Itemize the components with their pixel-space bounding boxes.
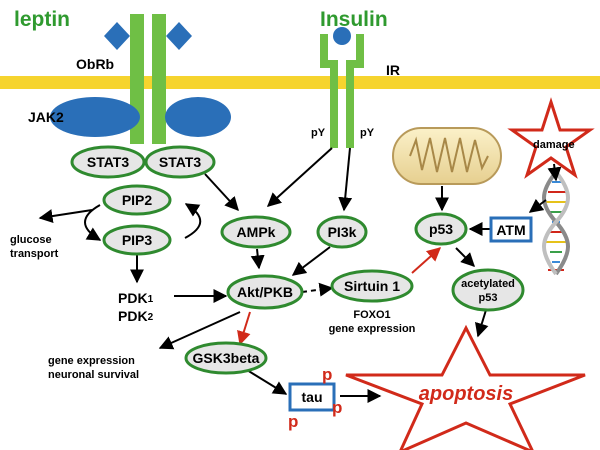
foxo1-line1: FOXO1 (353, 309, 390, 321)
akt-label: Akt/PKB (237, 284, 293, 300)
insulin-receptor (320, 27, 364, 148)
stat3-right-label: STAT3 (159, 154, 201, 170)
ir-left-subunit (320, 34, 338, 148)
apoptosis-star (345, 324, 586, 450)
mitochondrion-cristae (409, 136, 489, 173)
arrows (38, 147, 562, 403)
damage-label: damage (533, 139, 575, 151)
arrow-akt-to-gsk3 (237, 311, 251, 346)
glucose-transport-line1: glucose (10, 234, 52, 246)
arrow-akt-to-sirtuin (301, 282, 334, 297)
insulin-title: Insulin (320, 8, 388, 31)
p53-label: p53 (429, 221, 453, 237)
sirtuin-node: Sirtuin 1 (330, 269, 414, 303)
dna-strand-b (542, 170, 570, 276)
arrow-pip2-to-glucose (38, 209, 93, 224)
arrow-pi3k-to-akt (291, 246, 331, 276)
arrow-pip3-to-pip2 (184, 203, 202, 239)
arrow-p53-to-acetylated (455, 247, 475, 267)
leptin-ligand-left (104, 22, 130, 50)
tau-phospho-top: p (322, 365, 332, 384)
red-arrows (237, 247, 442, 346)
py-right-label: pY (360, 127, 375, 139)
pdk2-label: PDK2 (118, 308, 154, 324)
p53-node: p53 (414, 212, 468, 246)
arrow-sirtuin-to-p53 (411, 247, 442, 274)
arrow-pip2-to-pip3 (84, 204, 102, 241)
dna-helix (542, 170, 570, 276)
tau-label: tau (302, 389, 323, 405)
gene-expression-line1: gene expression (48, 355, 135, 367)
pip3-label: PIP3 (122, 232, 153, 248)
tau-phospho-right: p (332, 398, 342, 417)
ampk-node: AMPk (220, 215, 292, 249)
jak2-left (50, 97, 140, 137)
mitochondrion (392, 127, 502, 185)
obrb-receptor (50, 14, 231, 144)
arrow-akt-to-gene-expression (158, 311, 241, 350)
arrow-ampk-to-akt (250, 248, 265, 270)
insulin-ligand (333, 27, 351, 45)
leptin-title: leptin (14, 8, 70, 31)
stat3-left-node: STAT3 (70, 145, 146, 179)
gsk3-label: GSK3beta (193, 350, 260, 366)
arrow-acetylated-to-apoptosis (475, 309, 489, 338)
arrow-gsk3-to-tau (246, 369, 288, 395)
pip2-label: PIP2 (122, 192, 153, 208)
atm-label: ATM (496, 222, 525, 238)
arrow-ir-to-pi3k (338, 147, 353, 212)
tau-node: tau (288, 382, 336, 412)
ampk-label: AMPk (237, 224, 276, 240)
arrow-ir-to-ampk (266, 147, 333, 207)
sirtuin-label: Sirtuin 1 (344, 278, 400, 294)
foxo1-line2: gene expression (329, 323, 416, 335)
arrow-dna-to-atm (528, 198, 547, 213)
py-left-label: pY (311, 127, 326, 139)
leptin-ligand-right (166, 22, 192, 50)
glucose-transport-line2: transport (10, 248, 59, 260)
acetylated-label-line1: acetylated (461, 278, 515, 290)
akt-node: Akt/PKB (226, 274, 304, 310)
obrb-label: ObRb (76, 56, 114, 72)
jak2-right (165, 97, 231, 137)
acetylated-label-line2: p53 (479, 292, 498, 304)
arrow-damage-to-dna (547, 163, 562, 182)
tau-phospho-bottom: p (288, 412, 298, 431)
cell-membrane (0, 76, 600, 89)
apoptosis-label: apoptosis (419, 383, 513, 405)
damage-star (507, 97, 595, 179)
pi3k-node: PI3k (316, 215, 368, 249)
mitochondrion-outer (392, 127, 502, 185)
gene-expression-line2: neuronal survival (48, 369, 139, 381)
stat3-left-label: STAT3 (87, 154, 129, 170)
obrb-right-chain (152, 14, 166, 144)
pip3-node: PIP3 (102, 224, 172, 256)
stat3-right-node: STAT3 (144, 145, 216, 179)
jak2-label: JAK2 (28, 109, 64, 125)
pdk1-label: PDK1 (118, 290, 154, 306)
atm-node: ATM (489, 216, 533, 243)
pi3k-label: PI3k (328, 224, 357, 240)
gsk3-node: GSK3beta (184, 341, 268, 375)
pip2-node: PIP2 (102, 184, 172, 216)
acetylated-p53-node: acetylated p53 (451, 268, 525, 312)
arrow-stat3-to-ampk (204, 173, 239, 212)
ir-label: IR (386, 62, 400, 78)
ir-right-subunit (346, 34, 364, 148)
